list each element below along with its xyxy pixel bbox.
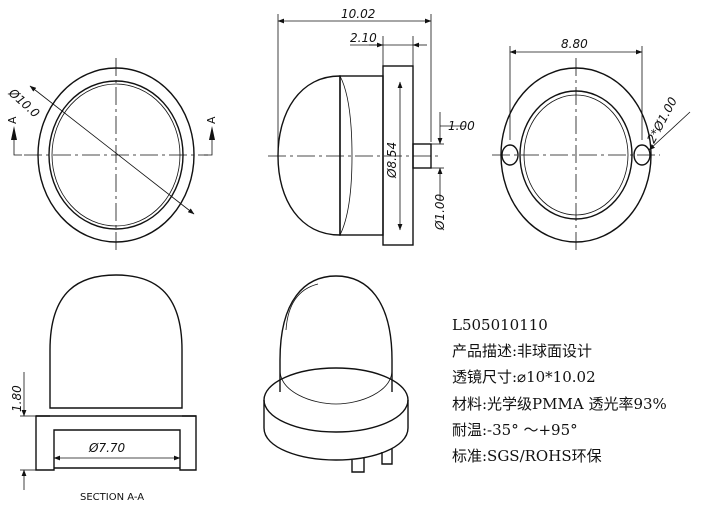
flange-height-label: 1.80 [10, 385, 24, 412]
side-view: 10.02 2.10 Ø8.54 1.00 Ø1.00 [268, 7, 475, 246]
spec-temperature: 耐温:-35° ～+95° [452, 420, 578, 439]
flange-thickness-label: 2.10 [350, 31, 377, 45]
back-view: 8.80 2*Ø1.00 [492, 37, 691, 252]
back-width-label: 8.80 [561, 37, 588, 51]
front-view: Ø10.0 A A [5, 58, 218, 252]
base-diameter-label: Ø7.70 [88, 441, 126, 455]
spec-panel: L505010110 产品描述:非球面设计 透镜尺寸:⌀10*10.02 材料:… [452, 312, 667, 469]
part-number: L505010110 [452, 316, 548, 334]
pin-diameter-label: Ø1.00 [433, 193, 447, 231]
section-label: SECTION A-A [80, 492, 144, 503]
spec-material: 材料:光学级PMMA 透光率93% [452, 394, 667, 413]
body-diameter-label: Ø8.54 [385, 142, 399, 179]
iso-view [263, 275, 409, 473]
section-marker-right: A [205, 116, 218, 124]
front-diameter-label: Ø10.0 [5, 85, 42, 121]
spec-size: 透镜尺寸:⌀10*10.02 [452, 368, 596, 387]
section-marker-left: A [6, 116, 19, 124]
overall-length-label: 10.02 [341, 7, 375, 21]
spec-standard: 标准:SGS/ROHS环保 [452, 447, 602, 466]
section-view: 1.80 Ø7.70 SECTION A-A [10, 274, 197, 503]
spec-description: 产品描述:非球面设计 [452, 342, 593, 361]
pin-length-label: 1.00 [448, 119, 475, 133]
